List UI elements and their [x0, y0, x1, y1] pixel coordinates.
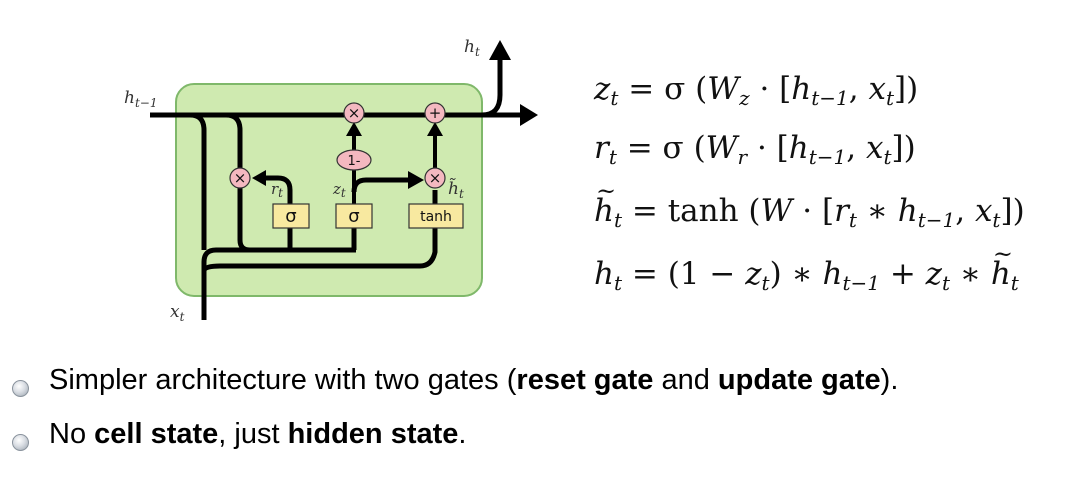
bullet-item: Simpler architecture with two gates (res…	[0, 362, 1066, 402]
hprev-branch	[189, 112, 207, 250]
sigma-reset-label: σ	[285, 206, 296, 227]
mult-reset-symbol: ×	[234, 169, 247, 187]
update-right-arrowhead	[408, 171, 424, 189]
update-to-right	[351, 177, 410, 193]
plus-symbol: +	[429, 104, 442, 122]
h-prev-main: h	[124, 88, 135, 108]
tanh-gate	[408, 203, 464, 229]
h-prev-sub: t−1	[135, 96, 158, 110]
z-label: zt	[332, 180, 346, 200]
bullet-icon	[12, 434, 29, 451]
h-out-sub: t	[475, 45, 480, 59]
reset-gate-to-mult	[262, 175, 293, 205]
sigma-update-label: σ	[348, 206, 359, 227]
plus-arrowhead	[427, 122, 443, 136]
hidden-state-arrowhead	[520, 104, 538, 126]
output-arrowhead	[489, 40, 511, 60]
equation-update-gate: zt = σ (Wz · [ht−1, xt])	[594, 71, 919, 110]
mult-reset-op	[229, 167, 251, 189]
mult-right-op	[424, 167, 446, 189]
input-line	[201, 247, 356, 320]
bullet-text: Simpler architecture with two gates (res…	[49, 364, 899, 396]
plus-op	[424, 102, 446, 124]
h-prev-label: ht−1	[124, 88, 157, 110]
bullet-icon	[12, 380, 29, 397]
input-to-tanh	[201, 228, 438, 272]
htilde-sub: t	[459, 187, 464, 201]
equation-candidate: ht = tanh (W · [rt ∗ ht−1, xt])	[594, 179, 1025, 230]
mult-top-symbol: ×	[348, 104, 361, 122]
sigma-update-gate	[335, 203, 373, 229]
h-out-main: h	[464, 37, 475, 57]
gru-cell-diagram: σ σ tanh × × + × 1- ht ht−1 xt rt zt h̃t	[124, 37, 538, 324]
bullet-item: No cell state, just hidden state.	[0, 416, 1066, 456]
x-in-main: x	[170, 302, 180, 322]
reset-arrowhead	[252, 170, 266, 186]
equation-hidden-state: ht = (1 − zt) ∗ ht−1 + zt ∗ ht	[594, 242, 1019, 293]
mult-right-symbol: ×	[429, 169, 442, 187]
mult-top-op	[343, 102, 365, 124]
r-label: rt	[271, 180, 283, 200]
htilde-main: h̃	[448, 178, 459, 199]
tanh-label: tanh	[420, 209, 452, 225]
z-main: z	[332, 180, 341, 198]
x-in-sub: t	[180, 310, 185, 324]
cell-background	[175, 83, 483, 297]
bullet-text: No cell state, just hidden state.	[49, 418, 467, 450]
one-minus-op	[336, 149, 372, 171]
one-minus-symbol: 1-	[348, 154, 361, 169]
htilde-label: h̃t	[448, 178, 464, 201]
h-out-label: ht	[464, 37, 480, 59]
r-main: r	[271, 180, 279, 198]
equation-reset-gate: rt = σ (Wr · [ht−1, xt])	[594, 130, 916, 169]
update-arrowhead	[346, 122, 362, 136]
sigma-reset-gate	[272, 203, 310, 229]
output-line	[481, 58, 503, 118]
r-sub: t	[278, 186, 283, 200]
x-in-label: xt	[170, 302, 185, 324]
z-sub: t	[341, 186, 346, 200]
